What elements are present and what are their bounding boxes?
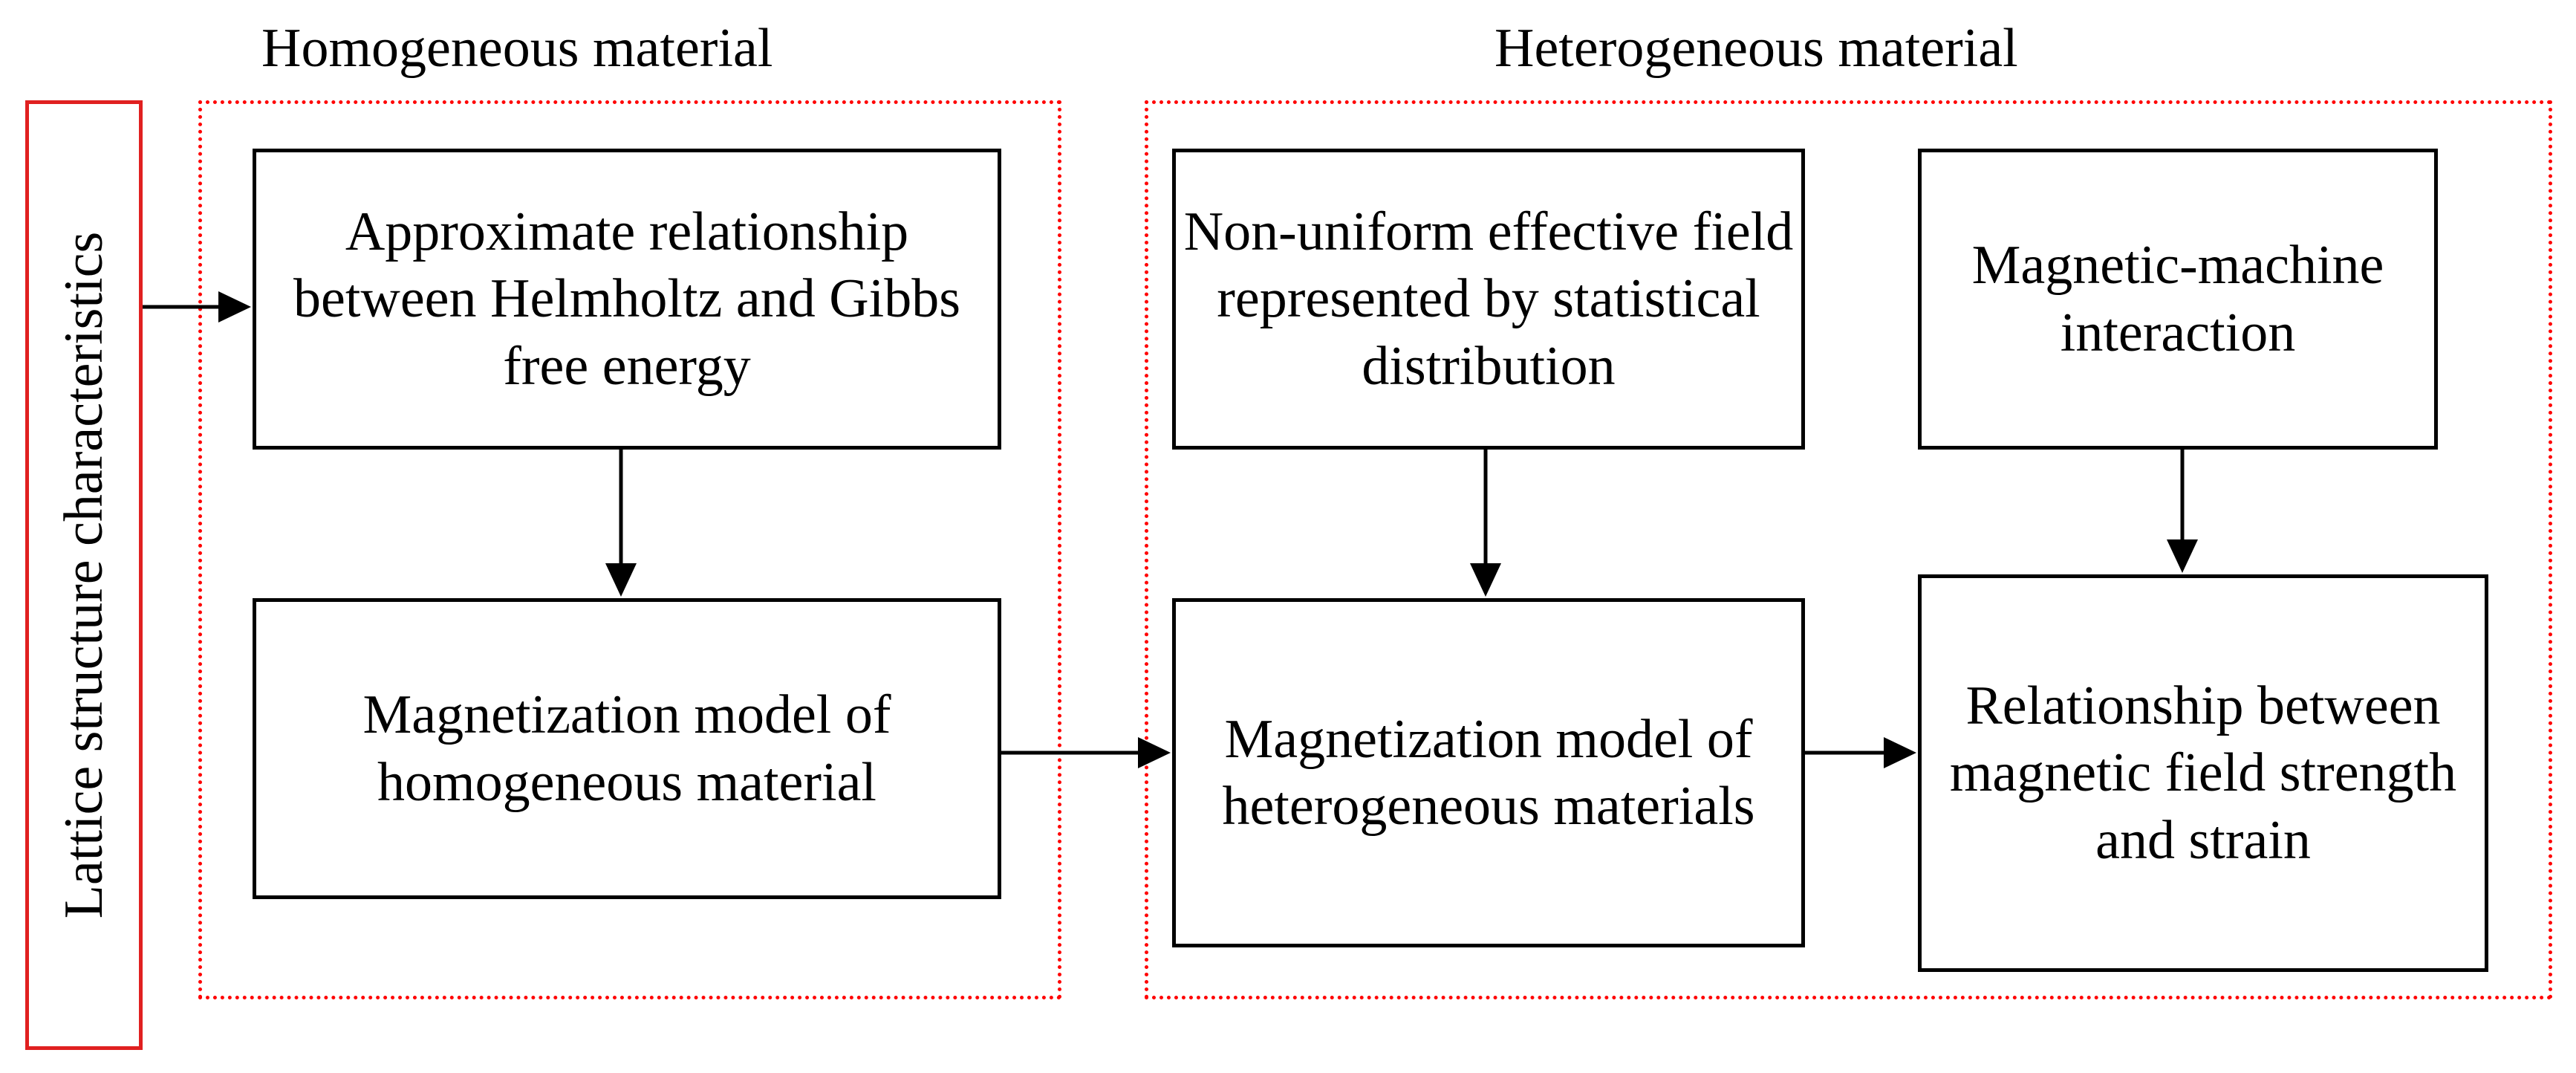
heterogeneous-model-node: Magnetization model of heterogeneous mat… bbox=[1172, 598, 1805, 947]
heterogeneous-model-text: Magnetization model of heterogeneous mat… bbox=[1222, 708, 1755, 837]
field-strain-node: Relationship between magnetic field stre… bbox=[1918, 574, 2488, 972]
homogeneous-model-node: Magnetization model of homogeneous mater… bbox=[253, 598, 1001, 899]
arrowhead-side-to-helmholtz bbox=[218, 291, 251, 322]
lattice-structure-box: Lattice structure characteristics bbox=[25, 100, 143, 1050]
heterogeneous-group-title: Heterogeneous material bbox=[1494, 18, 2018, 79]
arrowhead-homogeneous-to-heterogeneous bbox=[1138, 737, 1171, 768]
heterogeneous-group-frame bbox=[1145, 100, 2552, 999]
helmholtz-gibbs-text: Approximate relationship between Helmhol… bbox=[293, 201, 961, 397]
arrowhead-heterogeneous-to-field-strain bbox=[1884, 737, 1916, 768]
arrowhead-helmholtz-to-homogeneous bbox=[605, 563, 637, 597]
field-strain-text: Relationship between magnetic field stre… bbox=[1949, 675, 2457, 871]
magnetic-machine-node: Magnetic-machine interaction bbox=[1918, 149, 2438, 450]
homogeneous-group-frame bbox=[198, 100, 1061, 999]
arrowhead-nonuniform-to-heterogeneous bbox=[1470, 563, 1501, 597]
nonuniform-field-text: Non-uniform effective field represented … bbox=[1183, 201, 1794, 397]
magnetic-machine-text: Magnetic-machine interaction bbox=[1971, 235, 2384, 363]
nonuniform-field-node: Non-uniform effective field represented … bbox=[1172, 149, 1805, 450]
helmholtz-gibbs-node: Approximate relationship between Helmhol… bbox=[253, 149, 1001, 450]
homogeneous-model-text: Magnetization model of homogeneous mater… bbox=[362, 684, 891, 813]
arrowhead-magnetic-machine-to-field-strain bbox=[2167, 539, 2198, 573]
homogeneous-group-title: Homogeneous material bbox=[261, 18, 773, 79]
